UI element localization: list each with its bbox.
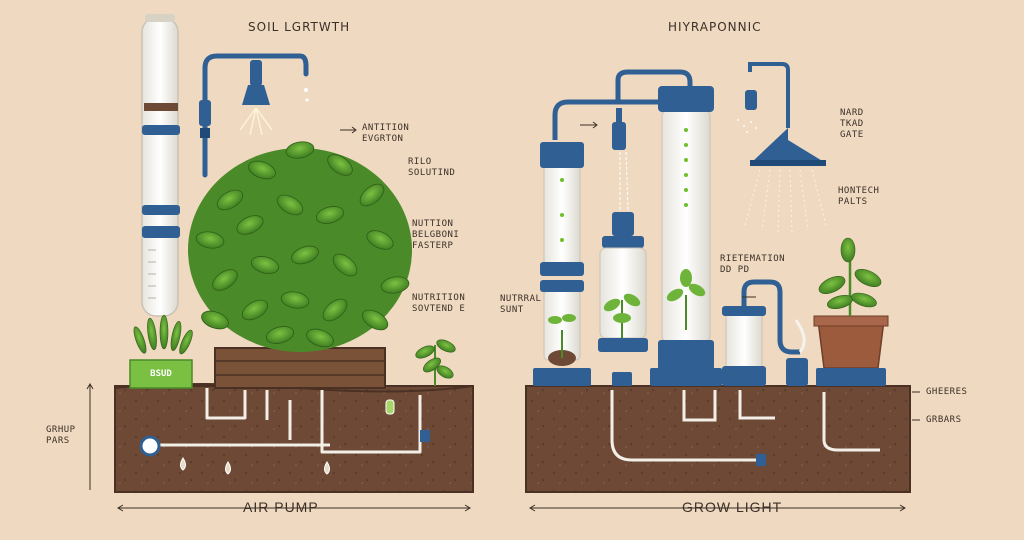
- label-pars: PARS: [46, 436, 70, 446]
- label-rietemation: RIETEMATION DD PD: [720, 254, 785, 276]
- label-nuttion-line1: NUTTION: [412, 219, 454, 229]
- raised-bed: [214, 347, 386, 389]
- left-soil-block: [114, 385, 474, 493]
- label-nuttion-line3: FASTERP: [412, 241, 454, 251]
- label-nutrral-line1: NUTRRAL: [500, 294, 542, 304]
- label-antition-line1: ANTITION: [362, 123, 410, 133]
- label-antition: ANTITION EVGRTON: [362, 123, 409, 145]
- label-air-pump: AIR PUMP: [243, 499, 319, 515]
- label-nuttion-line2: BELGBONI: [412, 230, 460, 240]
- label-grbars: GRBARS: [926, 415, 962, 425]
- label-hontech: HONTECH PALTS: [838, 186, 879, 208]
- label-hontech-line1: HONTECH: [838, 186, 880, 196]
- label-grhup-pars: GRHUP PARS: [46, 425, 76, 447]
- label-rilo-line2: SOLUTIND: [408, 168, 456, 178]
- label-gheeres: GHEERES: [926, 387, 968, 397]
- label-nard-line2: TKAD: [840, 119, 864, 129]
- terracotta-pot: [817, 319, 885, 369]
- label-grhup: GRHUP: [46, 425, 76, 435]
- label-nard: NARD TKAD GATE: [840, 108, 864, 141]
- label-nutrition: NUTRITION SOVTEND E: [412, 293, 465, 315]
- label-nard-line1: NARD: [840, 108, 864, 118]
- label-rietemation-line2: DD PD: [720, 265, 750, 275]
- left-underground-pipe: [150, 388, 422, 454]
- grow-light-lamp: [752, 128, 824, 162]
- label-nutrition-line1: NUTRITION: [412, 293, 466, 303]
- air-pump-icon: [139, 435, 161, 457]
- large-bush: [188, 141, 412, 352]
- label-nuttion: NUTTION BELGBONI FASTERP: [412, 219, 459, 252]
- label-grow-light: GROW LIGHT: [682, 499, 783, 515]
- left-water-tube: [141, 17, 179, 317]
- label-rilo: RILO SOLUTIND: [408, 157, 455, 179]
- pot-tag-bsud: BSUD: [150, 369, 172, 379]
- right-underground-pipe: [610, 390, 880, 462]
- label-nutrition-line2: SOVTEND E: [412, 304, 466, 314]
- title-hydroponic: HIYRAPONNIC: [668, 20, 762, 34]
- label-nutrral-line2: SUNT: [500, 305, 524, 315]
- hydro-small-tank: [725, 311, 763, 371]
- label-nutrral: NUTRRAL SUNT: [500, 294, 541, 316]
- seedling-left: [415, 339, 456, 386]
- label-rilo-line1: RILO: [408, 157, 432, 167]
- title-soil-growth: SOIL LGRTWTH: [248, 20, 351, 34]
- label-hontech-line2: PALTS: [838, 197, 868, 207]
- label-nard-line3: GATE: [840, 130, 864, 140]
- label-antition-line2: EVGRTON: [362, 134, 404, 144]
- left-drip-nozzle: [242, 85, 270, 105]
- label-rietemation-line1: RIETEMATION: [720, 254, 786, 264]
- small-pot-left: [129, 359, 193, 389]
- right-soil-block: [525, 385, 911, 493]
